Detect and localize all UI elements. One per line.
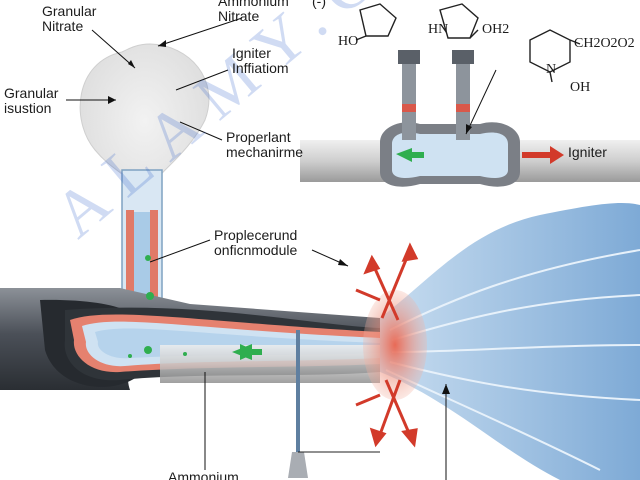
inset-inflator	[300, 50, 640, 187]
label-igniter-inflation: Igniter Inffiatiom	[232, 45, 289, 76]
label-top-fragment: (-)	[312, 0, 326, 9]
burst-arrows	[355, 242, 419, 448]
chem-substituent: CH2O2O2	[574, 36, 635, 51]
label-granular-isustion: Granular isustion	[4, 85, 59, 116]
leader-arrowheads	[108, 40, 472, 394]
label-propellant-mechanism: Properlant mechanirme	[226, 129, 304, 160]
granular-powder-reservoir	[79, 43, 210, 216]
label-igniter: Igniter	[568, 144, 607, 160]
label-granular-nitrate: Granular Nitrate	[42, 3, 97, 34]
label-ammonium-bottom: Ammonium	[168, 469, 239, 480]
chem-ho: HO	[338, 34, 359, 49]
chem-oh2: OH2	[482, 22, 510, 37]
label-ammonium-nitrate: Ammonium Nitrate	[218, 0, 289, 24]
chem-hn: HN	[428, 22, 449, 37]
chemical-structures	[355, 3, 581, 83]
ignition-flame	[363, 290, 427, 400]
flow-arrows	[128, 255, 262, 360]
lower-pipe	[160, 330, 380, 478]
leader-lines	[66, 17, 497, 480]
chem-n: N	[546, 62, 557, 77]
chem-oh: OH	[570, 80, 591, 95]
label-propellant-module: Proplecerund onficnmodule	[214, 227, 298, 258]
